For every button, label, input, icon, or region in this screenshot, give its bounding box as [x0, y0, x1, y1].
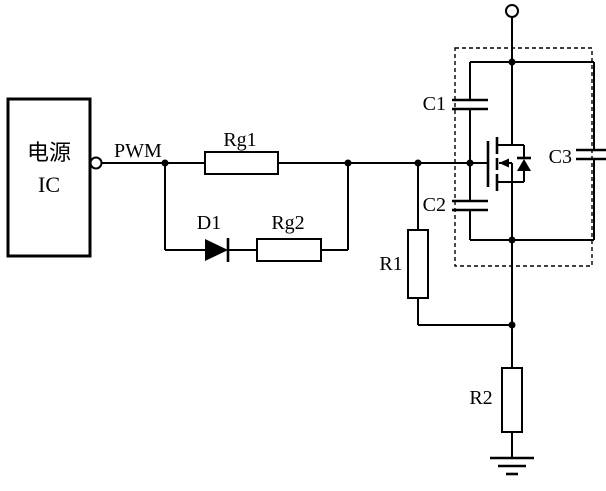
power-ic-box: [6, 97, 92, 258]
capacitor-c3: C3: [549, 62, 606, 240]
junction-dot: [466, 159, 474, 167]
diode-d1-anode-triangle: [205, 239, 228, 261]
resistor-rg1-label: Rg1: [223, 129, 256, 151]
mosfet-body-arrow: [499, 158, 509, 168]
capacitor-c1: C1: [423, 62, 488, 163]
supply-terminal: [505, 4, 519, 18]
junction-dot: [508, 321, 516, 329]
capacitor-c2-label: C2: [423, 194, 446, 216]
resistor-r1: R1: [379, 163, 512, 326]
power-ic-label-line2: IC: [38, 172, 60, 197]
capacitor-c2: C2: [423, 163, 488, 240]
junction-dot: [414, 159, 422, 167]
capacitance-taps: [470, 61, 594, 241]
diode-d1-label: D1: [197, 212, 221, 234]
junction-dot: [508, 236, 516, 244]
junction-dots: [161, 58, 516, 329]
gate-wiring: [101, 162, 488, 251]
resistor-rg1-body: [204, 151, 279, 175]
resistor-rg2-body: [256, 238, 322, 262]
power-ic-label-line1: 电源: [27, 140, 71, 165]
ground-symbol: [490, 456, 534, 476]
dashed-boundary-box: [454, 47, 593, 267]
resistor-rg2: Rg2: [256, 212, 322, 262]
mosfet: [486, 137, 531, 191]
pwm-output-terminal: [89, 156, 103, 170]
resistor-rg1: Rg1: [204, 129, 279, 175]
resistor-r1-body: [407, 229, 429, 299]
resistor-r2-body: [501, 367, 523, 433]
resistor-r1-label: R1: [379, 253, 402, 275]
junction-dot: [161, 159, 169, 167]
capacitor-c1-label: C1: [423, 93, 446, 115]
resistor-rg2-label: Rg2: [271, 212, 304, 234]
mosfet-body-diode-triangle: [517, 159, 531, 171]
resistor-r2: R2: [469, 367, 523, 458]
diode-d1: D1: [197, 212, 230, 262]
resistor-r2-label: R2: [469, 387, 492, 409]
pwm-label: PWM: [114, 140, 162, 162]
power-ic: 电源 IC: [6, 97, 103, 258]
junction-dot: [508, 58, 516, 66]
capacitor-c3-label: C3: [549, 146, 572, 168]
junction-dot: [344, 159, 352, 167]
